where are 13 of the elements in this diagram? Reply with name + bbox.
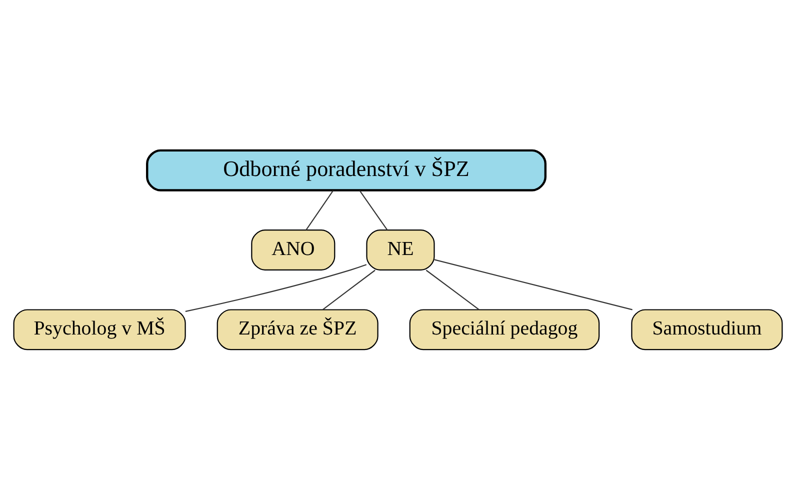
node-box: ANO bbox=[251, 229, 336, 270]
connector bbox=[359, 190, 388, 230]
node-box: Samostudium bbox=[631, 308, 783, 350]
node-box: NE bbox=[366, 229, 435, 270]
node-box: Odborné poradenství v ŠPZ bbox=[146, 148, 547, 191]
connector bbox=[306, 190, 334, 230]
connector bbox=[185, 264, 367, 312]
connector bbox=[434, 258, 632, 310]
node-box: Zpráva ze ŠPZ bbox=[216, 308, 378, 350]
node-box: Psycholog v MŠ bbox=[13, 308, 186, 350]
connector bbox=[426, 269, 480, 310]
connector bbox=[322, 269, 376, 310]
node-box: Speciální pedagog bbox=[409, 308, 600, 350]
